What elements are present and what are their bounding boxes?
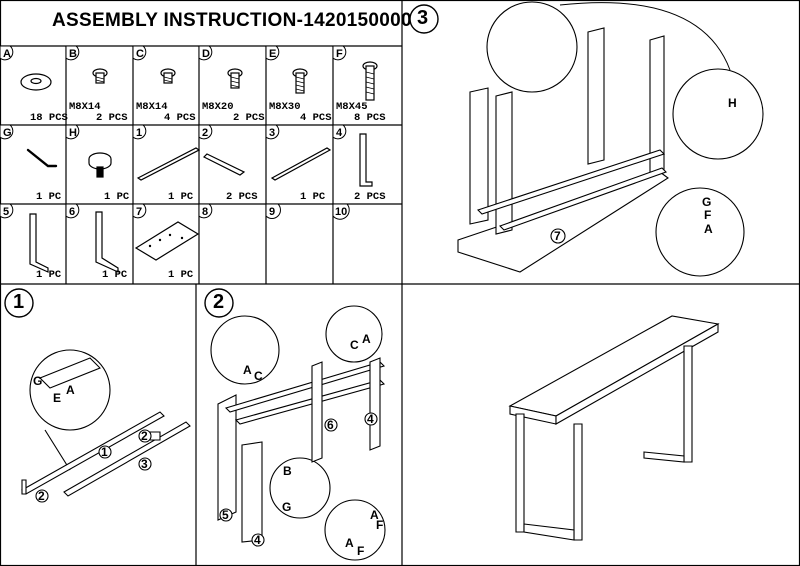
part-6-drawing <box>95 211 119 273</box>
part-1-drawing <box>136 147 201 181</box>
callout-label: F <box>357 544 365 558</box>
step-2-drawing <box>210 305 386 561</box>
part-spec: M8X30 <box>269 101 301 113</box>
callout-label: G <box>33 374 43 388</box>
washer-drawing <box>20 73 52 91</box>
step-1-drawing <box>21 349 191 503</box>
part-3-drawing <box>270 147 332 181</box>
callout-label: 3 <box>141 457 148 471</box>
callout-label: A <box>345 536 354 550</box>
callout-label: 2 <box>38 489 45 503</box>
callout-label: F <box>704 208 712 222</box>
callout-label: E <box>53 391 62 405</box>
part-id: 9 <box>269 206 276 218</box>
part-id: H <box>69 127 77 139</box>
part-id: 5 <box>3 206 10 218</box>
part-qty: 1 PC <box>36 269 62 281</box>
callout-label: B <box>283 464 292 478</box>
callout-label: A <box>362 332 371 346</box>
callout-label: C <box>254 369 263 383</box>
part-spec: M8X45 <box>336 101 368 113</box>
part-id: D <box>202 48 210 60</box>
callout-label: 1 <box>101 445 108 459</box>
callout-label: 4 <box>367 412 374 426</box>
step-3-drawing <box>457 1 764 277</box>
part-id: G <box>3 127 12 139</box>
part-id: 1 <box>136 127 143 139</box>
callout-label: 6 <box>327 418 334 432</box>
part-qty: 2 PCS <box>226 191 258 203</box>
part-id: 3 <box>269 127 276 139</box>
part-5-drawing <box>29 213 49 273</box>
part-qty: 1 PC <box>300 191 326 203</box>
part-id: E <box>269 48 277 60</box>
page-title: ASSEMBLY INSTRUCTION-1420150000 <box>52 10 412 31</box>
bolt-d-drawing <box>227 68 243 89</box>
part-spec: M8X14 <box>136 101 168 113</box>
part-qty: 2 PCS <box>354 191 386 203</box>
callout-label: 4 <box>254 533 261 547</box>
callout-label: F <box>376 518 384 532</box>
part-id: 8 <box>202 206 209 218</box>
callout-label: A <box>243 363 252 377</box>
part-qty: 1 PC <box>102 269 128 281</box>
step-1-badge: 1 <box>13 291 25 313</box>
part-id: 10 <box>335 206 348 218</box>
part-id: A <box>3 48 11 60</box>
part-spec: M8X14 <box>69 101 101 113</box>
callout-label: 2 <box>141 429 148 443</box>
part-qty: 1 PC <box>36 191 62 203</box>
callout-label: A <box>66 383 75 397</box>
part-spec: M8X20 <box>202 101 234 113</box>
step-2-badge: 2 <box>213 291 225 313</box>
bolt-e-drawing <box>292 68 308 94</box>
callout-label: H <box>728 96 737 110</box>
callout-label: 7 <box>554 229 561 243</box>
knob-drawing <box>88 152 112 178</box>
callout-label: G <box>702 195 712 209</box>
part-2-drawing <box>202 153 246 176</box>
callout-label: G <box>282 500 292 514</box>
part-id: 2 <box>202 127 209 139</box>
part-qty: 1 PC <box>168 191 194 203</box>
callout-label: C <box>350 338 359 352</box>
callout-label: 5 <box>222 508 229 522</box>
part-7-drawing <box>134 221 200 261</box>
part-qty: 2 PCS <box>96 112 128 124</box>
part-id: F <box>336 48 343 60</box>
step-3-badge: 3 <box>417 7 429 29</box>
part-qty: 4 PCS <box>300 112 332 124</box>
callout-label: A <box>704 222 713 236</box>
part-id: C <box>136 48 144 60</box>
part-qty: 4 PCS <box>164 112 196 124</box>
part-id: 7 <box>136 206 143 218</box>
final-table-drawing <box>508 315 720 541</box>
allen-key-drawing <box>26 148 58 168</box>
callout-label: A <box>370 508 379 522</box>
part-id: B <box>69 48 77 60</box>
part-qty: 18 PCS <box>30 112 68 124</box>
part-4-drawing <box>359 133 373 187</box>
part-qty: 2 PCS <box>233 112 265 124</box>
part-qty: 1 PC <box>168 269 194 281</box>
part-qty: 8 PCS <box>354 112 386 124</box>
part-qty: 1 PC <box>104 191 130 203</box>
part-id: 6 <box>69 206 76 218</box>
part-id: 4 <box>336 127 343 139</box>
